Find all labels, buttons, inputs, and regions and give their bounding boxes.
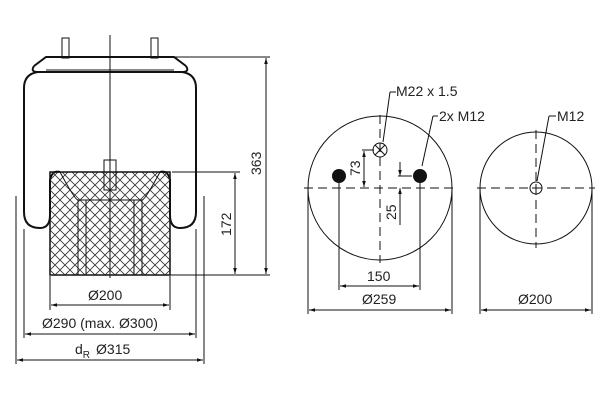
piston-view-diameter-label: Ø200 bbox=[518, 291, 552, 307]
piston-view: M12 Ø200 bbox=[477, 108, 595, 314]
stud-spacing-label: 150 bbox=[367, 268, 391, 284]
stud-hole-left bbox=[332, 169, 346, 183]
stud-offset-label: 25 bbox=[383, 204, 399, 220]
bolt-hole-icon bbox=[529, 181, 543, 195]
top-plate-diameter-label: Ø259 bbox=[362, 291, 396, 307]
stud-right bbox=[150, 37, 159, 59]
height-172-label: 172 bbox=[218, 212, 234, 236]
height-363-label: 363 bbox=[248, 151, 264, 175]
piston-diameter-label: Ø200 bbox=[88, 287, 122, 303]
stud-hole-right bbox=[413, 169, 427, 183]
bellows-diameter-label: Ø290 (max. Ø300) bbox=[42, 315, 158, 331]
valve-offset-label: 73 bbox=[347, 160, 363, 176]
stud-left bbox=[61, 37, 70, 59]
bolt-label: M12 bbox=[557, 108, 584, 124]
valve-label: M22 x 1.5 bbox=[396, 83, 458, 99]
top-plate-view: M22 x 1.5 2x M12 73 25 150 Ø259 bbox=[304, 83, 485, 314]
studs-label: 2x M12 bbox=[439, 108, 485, 124]
